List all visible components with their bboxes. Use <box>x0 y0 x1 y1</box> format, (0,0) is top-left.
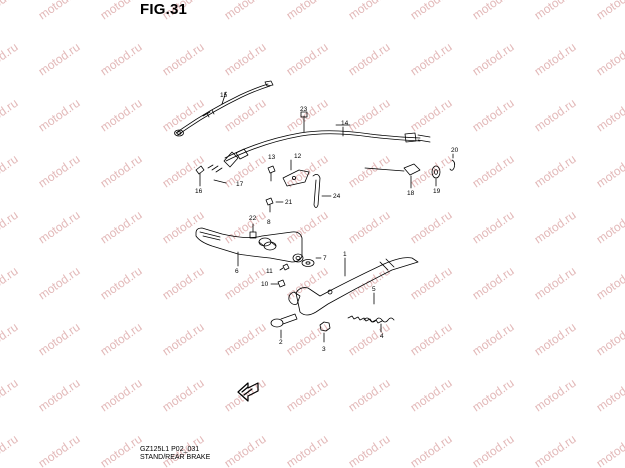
pin-part-20 <box>449 153 456 171</box>
part-label-5: 5 <box>372 286 376 293</box>
brake-pedal-part-6 <box>195 227 304 267</box>
part-label-10: 10 <box>261 281 269 288</box>
bushing-part-8 <box>258 237 277 251</box>
brake-cable-part-14 <box>223 124 431 168</box>
front-arrow-icon <box>237 382 259 402</box>
diagram-code: GZ125L1 P02_031 <box>140 446 200 453</box>
part-label-11: 11 <box>266 268 273 275</box>
nut-part-3 <box>319 321 331 343</box>
part-label-21: 21 <box>285 199 293 206</box>
washer-part-7 <box>301 257 322 267</box>
bolt-part-13 <box>267 165 276 182</box>
part-label-19: 19 <box>433 188 441 195</box>
bolt-part-21 <box>265 197 284 213</box>
part-label-22: 22 <box>249 215 257 222</box>
part-label-15: 15 <box>220 92 228 99</box>
spring-part-5 <box>347 292 383 324</box>
part-label-16: 16 <box>195 188 203 195</box>
part-label-13: 13 <box>268 154 276 161</box>
pivot-bolt-part-2 <box>270 313 298 339</box>
spring-part-4 <box>363 317 395 333</box>
part-label-2: 2 <box>279 339 283 346</box>
bolt-part-16 <box>195 165 205 187</box>
part-label-3: 3 <box>322 346 326 353</box>
diagram-name: STAND/REAR BRAKE <box>140 454 211 461</box>
part-label-8: 8 <box>267 219 271 226</box>
part-label-12: 12 <box>294 153 302 160</box>
adjuster-part-17 <box>207 164 227 184</box>
part-label-4: 4 <box>380 333 384 340</box>
connector-part-18 <box>364 163 421 189</box>
pin-part-22 <box>249 223 257 239</box>
part-label-6: 6 <box>235 268 239 275</box>
part-label-24: 24 <box>333 193 341 200</box>
part-label-20: 20 <box>451 147 459 154</box>
part-label-1: 1 <box>343 251 347 258</box>
part-label-17: 17 <box>236 181 244 188</box>
bolt-part-19 <box>431 165 441 187</box>
bolt-part-11 <box>279 263 290 271</box>
part-label-14: 14 <box>341 120 349 127</box>
part-label-7: 7 <box>323 255 327 262</box>
part-label-18: 18 <box>407 190 415 197</box>
bracket-part-12 <box>282 159 310 187</box>
bolt-part-10 <box>270 279 286 288</box>
cable-part-15 <box>174 80 274 137</box>
bolt-part-23 <box>300 111 308 133</box>
clip-part-24 <box>312 174 332 208</box>
figure-title: FIG.31 <box>140 1 188 18</box>
part-label-23: 23 <box>300 106 308 113</box>
side-stand-part-1 <box>288 257 419 316</box>
